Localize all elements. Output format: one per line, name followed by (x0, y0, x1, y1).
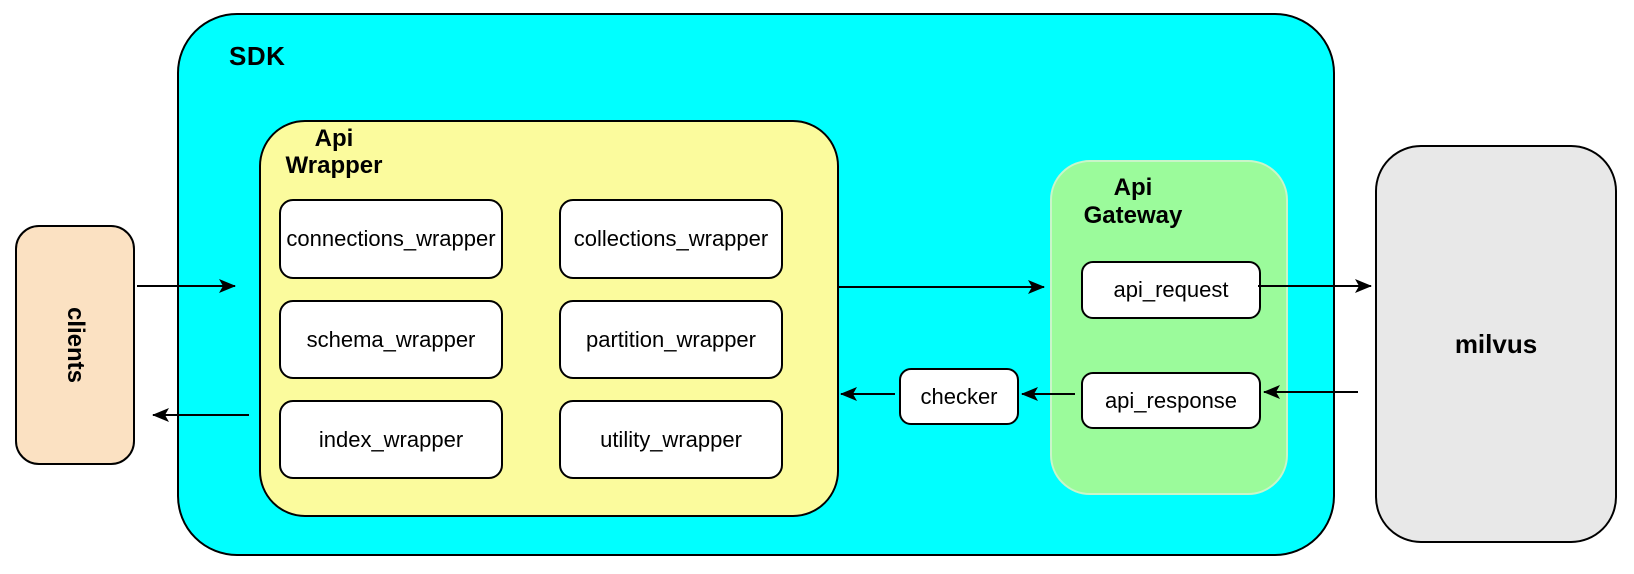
api-wrapper-label-line1: Api (314, 125, 354, 152)
checker-node: checker (899, 368, 1019, 425)
milvus-box: milvus (1375, 145, 1617, 543)
index-wrapper-node: index_wrapper (279, 400, 503, 479)
api-gateway-label-line1: Api (1113, 174, 1153, 201)
sdk-container: SDK Api Wrapper connections_wrapper coll… (177, 13, 1335, 556)
utility-wrapper-node: utility_wrapper (559, 400, 783, 479)
api-wrapper-label: Api Wrapper (269, 125, 399, 179)
partition-wrapper-node: partition_wrapper (559, 300, 783, 379)
sdk-label: SDK (229, 41, 286, 71)
api-gateway-container: Api Gateway api_request api_response (1050, 160, 1288, 495)
api-gateway-label-line2: Gateway (1083, 202, 1183, 229)
api-wrapper-container: Api Wrapper connections_wrapper collecti… (259, 120, 839, 517)
api-gateway-label: Api Gateway (1068, 174, 1198, 230)
api-response-node: api_response (1081, 372, 1261, 429)
clients-label: clients (62, 306, 89, 384)
api-request-node: api_request (1081, 261, 1261, 319)
schema-wrapper-node: schema_wrapper (279, 300, 503, 379)
collections-wrapper-node: collections_wrapper (559, 199, 783, 279)
api-wrapper-label-line2: Wrapper (285, 152, 383, 179)
connections-wrapper-node: connections_wrapper (279, 199, 503, 279)
clients-box: clients (15, 225, 135, 465)
